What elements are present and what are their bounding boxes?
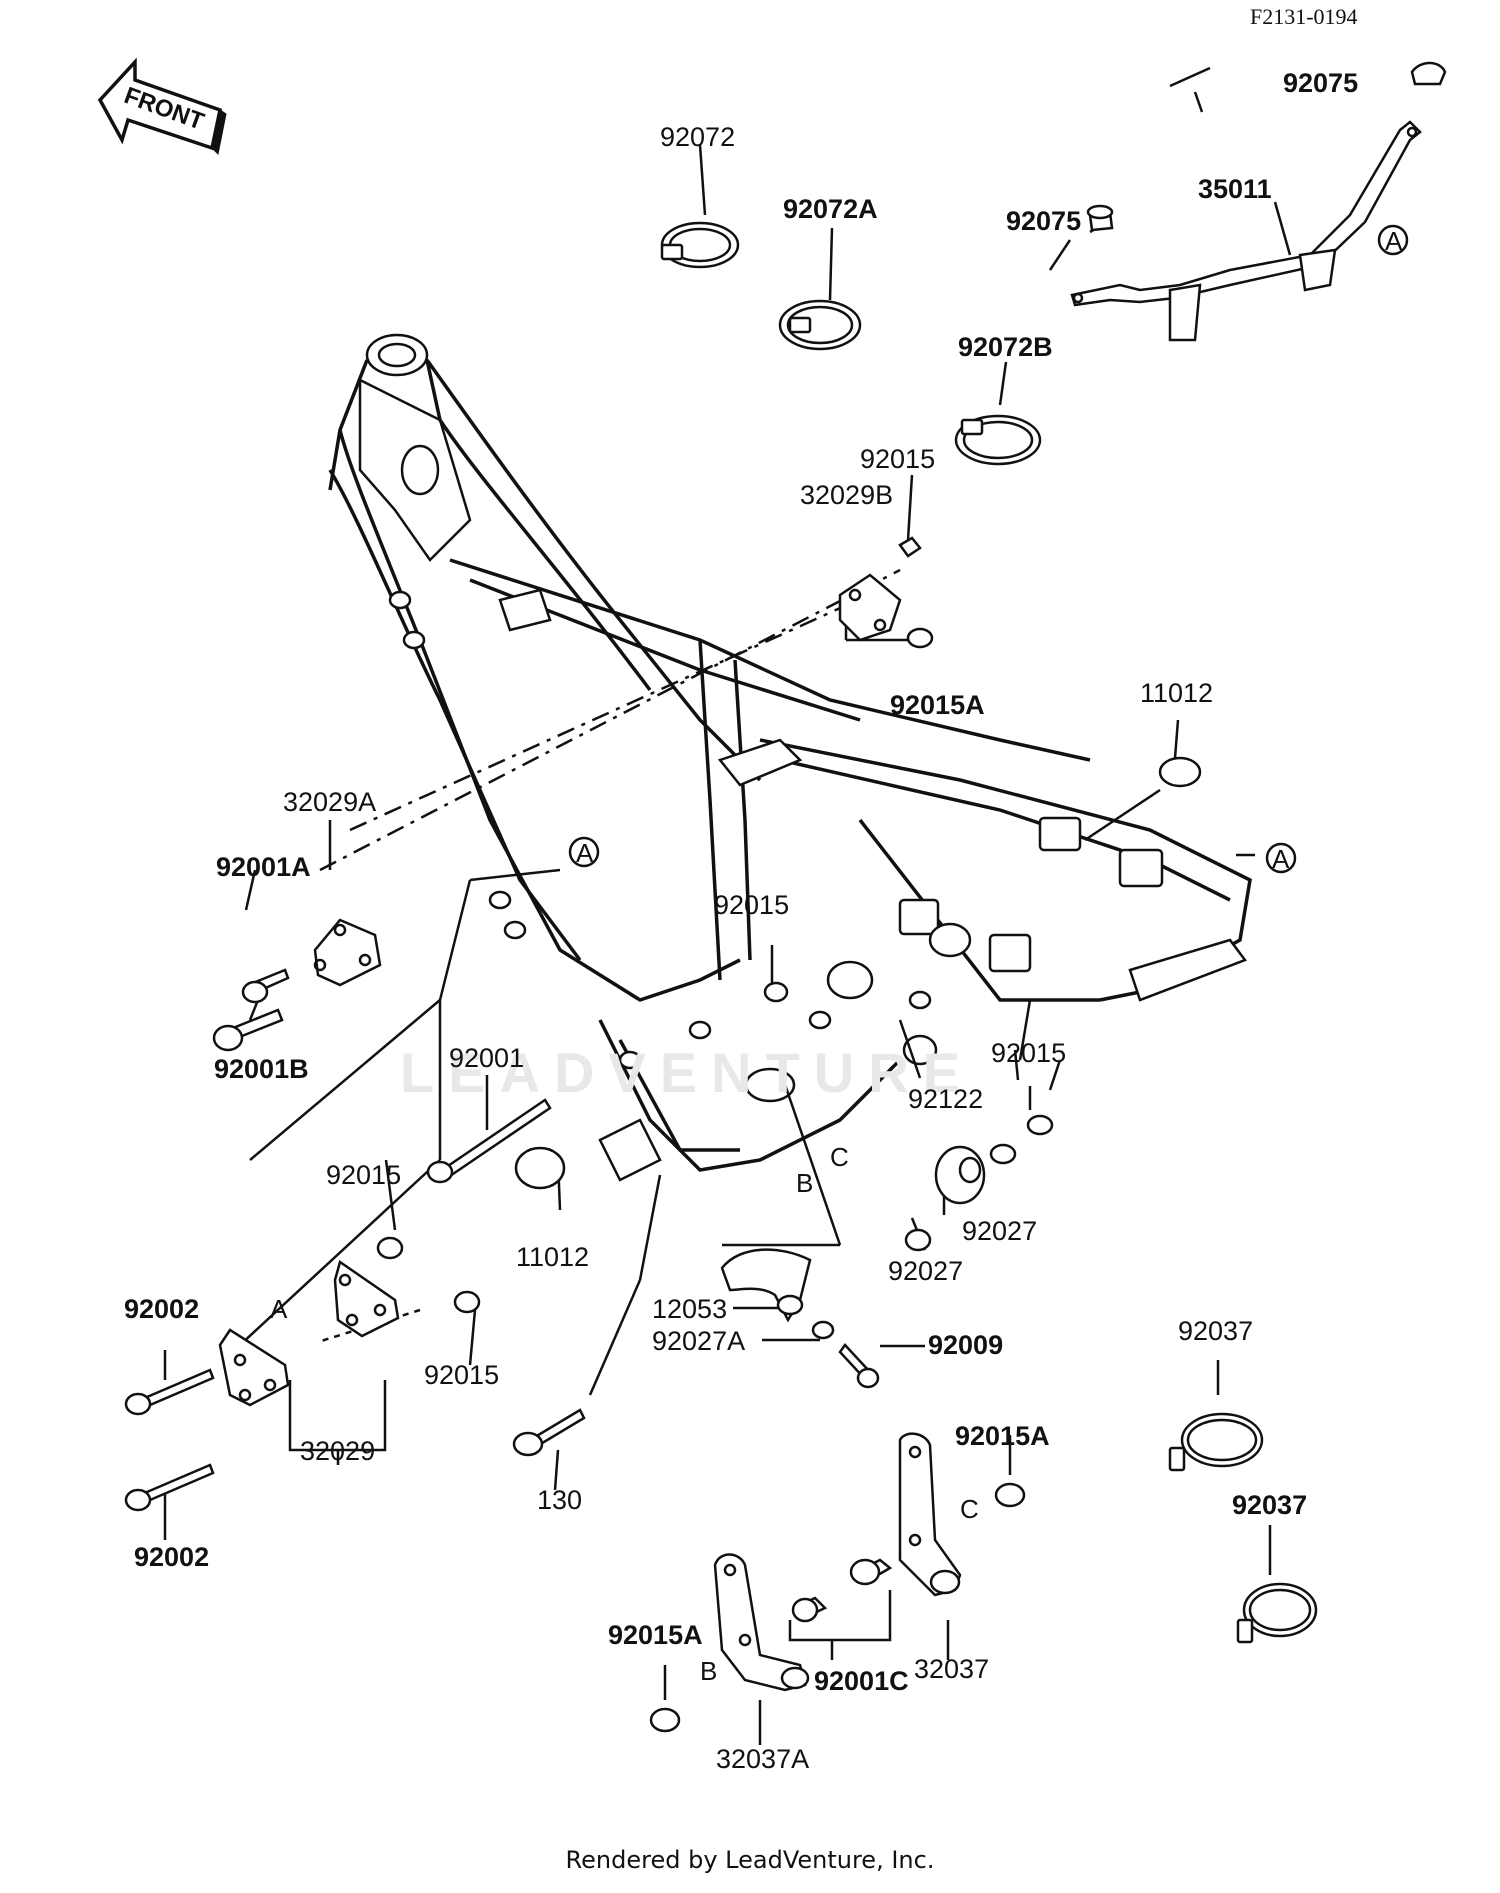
bushing-92122-icon [904, 1143, 1017, 1252]
part-label[interactable]: 130 [537, 1485, 583, 1515]
part-label[interactable]: 92015 [714, 890, 790, 920]
part-label[interactable]: 32029B [800, 480, 894, 510]
clamp-92037-icon [1168, 1412, 1318, 1644]
bolt-92001-icon [426, 1098, 552, 1184]
part-label[interactable]: 92009 [928, 1330, 1004, 1360]
reference-letter: A [576, 838, 594, 868]
part-label[interactable]: 11012 [1140, 678, 1214, 708]
clamp-92072a-icon [778, 299, 862, 351]
clamp-92072-icon [660, 221, 740, 269]
part-label[interactable]: 12053 [652, 1294, 728, 1324]
front-arrow-icon: FRONT [97, 57, 227, 156]
part-label[interactable]: 92027A [652, 1326, 746, 1356]
part-label[interactable]: 92075 [1006, 206, 1082, 236]
guide-12053-icon [720, 1248, 880, 1389]
nut-92015a-icon [994, 1482, 1026, 1508]
bracket-35011-icon [1070, 61, 1447, 342]
part-label[interactable]: 11012 [516, 1242, 590, 1272]
part-label[interactable]: 92037 [1178, 1316, 1254, 1346]
part-label[interactable]: 92015 [860, 444, 936, 474]
bracket-32037a-icon [649, 1553, 828, 1733]
part-label[interactable]: 92015A [890, 690, 985, 720]
part-label[interactable]: 92015 [424, 1360, 500, 1390]
frame-icon [328, 333, 1252, 1182]
part-label[interactable]: 92037 [1232, 1490, 1308, 1520]
part-label[interactable]: 32037 [914, 1654, 990, 1684]
part-label[interactable]: 32029A [283, 787, 377, 817]
reference-letter: C [830, 1142, 849, 1172]
leader-lines [163, 66, 1292, 1745]
plate-32029a-icon [313, 918, 382, 987]
part-label[interactable]: 92072A [783, 194, 878, 224]
bracket-32037-icon [849, 1432, 962, 1597]
bolt-92002-icon [124, 1368, 215, 1512]
part-label[interactable]: 92015 [991, 1038, 1067, 1068]
part-label[interactable]: 92002 [134, 1542, 210, 1572]
clamp-92072b-icon [954, 414, 1042, 466]
footer-credit: Rendered by LeadVenture, Inc. [565, 1846, 935, 1874]
diagram-code: F2131-0194 [1250, 4, 1358, 29]
part-label[interactable]: 92072B [958, 332, 1053, 362]
bolt-92001a-icon [241, 968, 290, 1004]
part-label[interactable]: 32037A [716, 1744, 810, 1774]
reference-letter: C [960, 1494, 979, 1524]
part-label[interactable]: 32029 [300, 1436, 376, 1466]
part-label[interactable]: 92001A [216, 852, 311, 882]
part-label[interactable]: 92001C [814, 1666, 909, 1696]
part-label[interactable]: 92075 [1283, 68, 1359, 98]
bolt-130-icon [512, 1408, 586, 1457]
reference-letter: B [700, 1656, 718, 1686]
part-label[interactable]: 92027 [888, 1256, 964, 1286]
plate-32029b-icon [838, 536, 934, 649]
reference-a-markers [568, 224, 1409, 874]
reference-letter: B [796, 1168, 814, 1198]
part-label[interactable]: 92122 [908, 1084, 984, 1114]
bolt-92001b-icon [212, 1008, 284, 1052]
part-label[interactable]: 35011 [1198, 174, 1272, 204]
nut-92015-icon [376, 981, 1054, 1314]
plate-32029-icon [218, 1259, 400, 1407]
reference-letter: A [1272, 844, 1290, 874]
reference-letter: A [1385, 226, 1403, 256]
cap-11012-icon [514, 756, 1202, 1190]
part-label[interactable]: 92015A [608, 1620, 703, 1650]
part-label[interactable]: 92015 [326, 1160, 402, 1190]
part-label[interactable]: 92072 [660, 122, 736, 152]
watermark: LEADVENTURE [400, 1041, 975, 1104]
part-label[interactable]: 92015A [955, 1421, 1050, 1451]
part-label[interactable]: 92027 [962, 1216, 1038, 1246]
part-label[interactable]: 92001B [214, 1054, 309, 1084]
part-label[interactable]: 92001 [449, 1043, 525, 1073]
part-label[interactable]: 92002 [124, 1294, 200, 1324]
reference-letter: A [270, 1294, 288, 1324]
